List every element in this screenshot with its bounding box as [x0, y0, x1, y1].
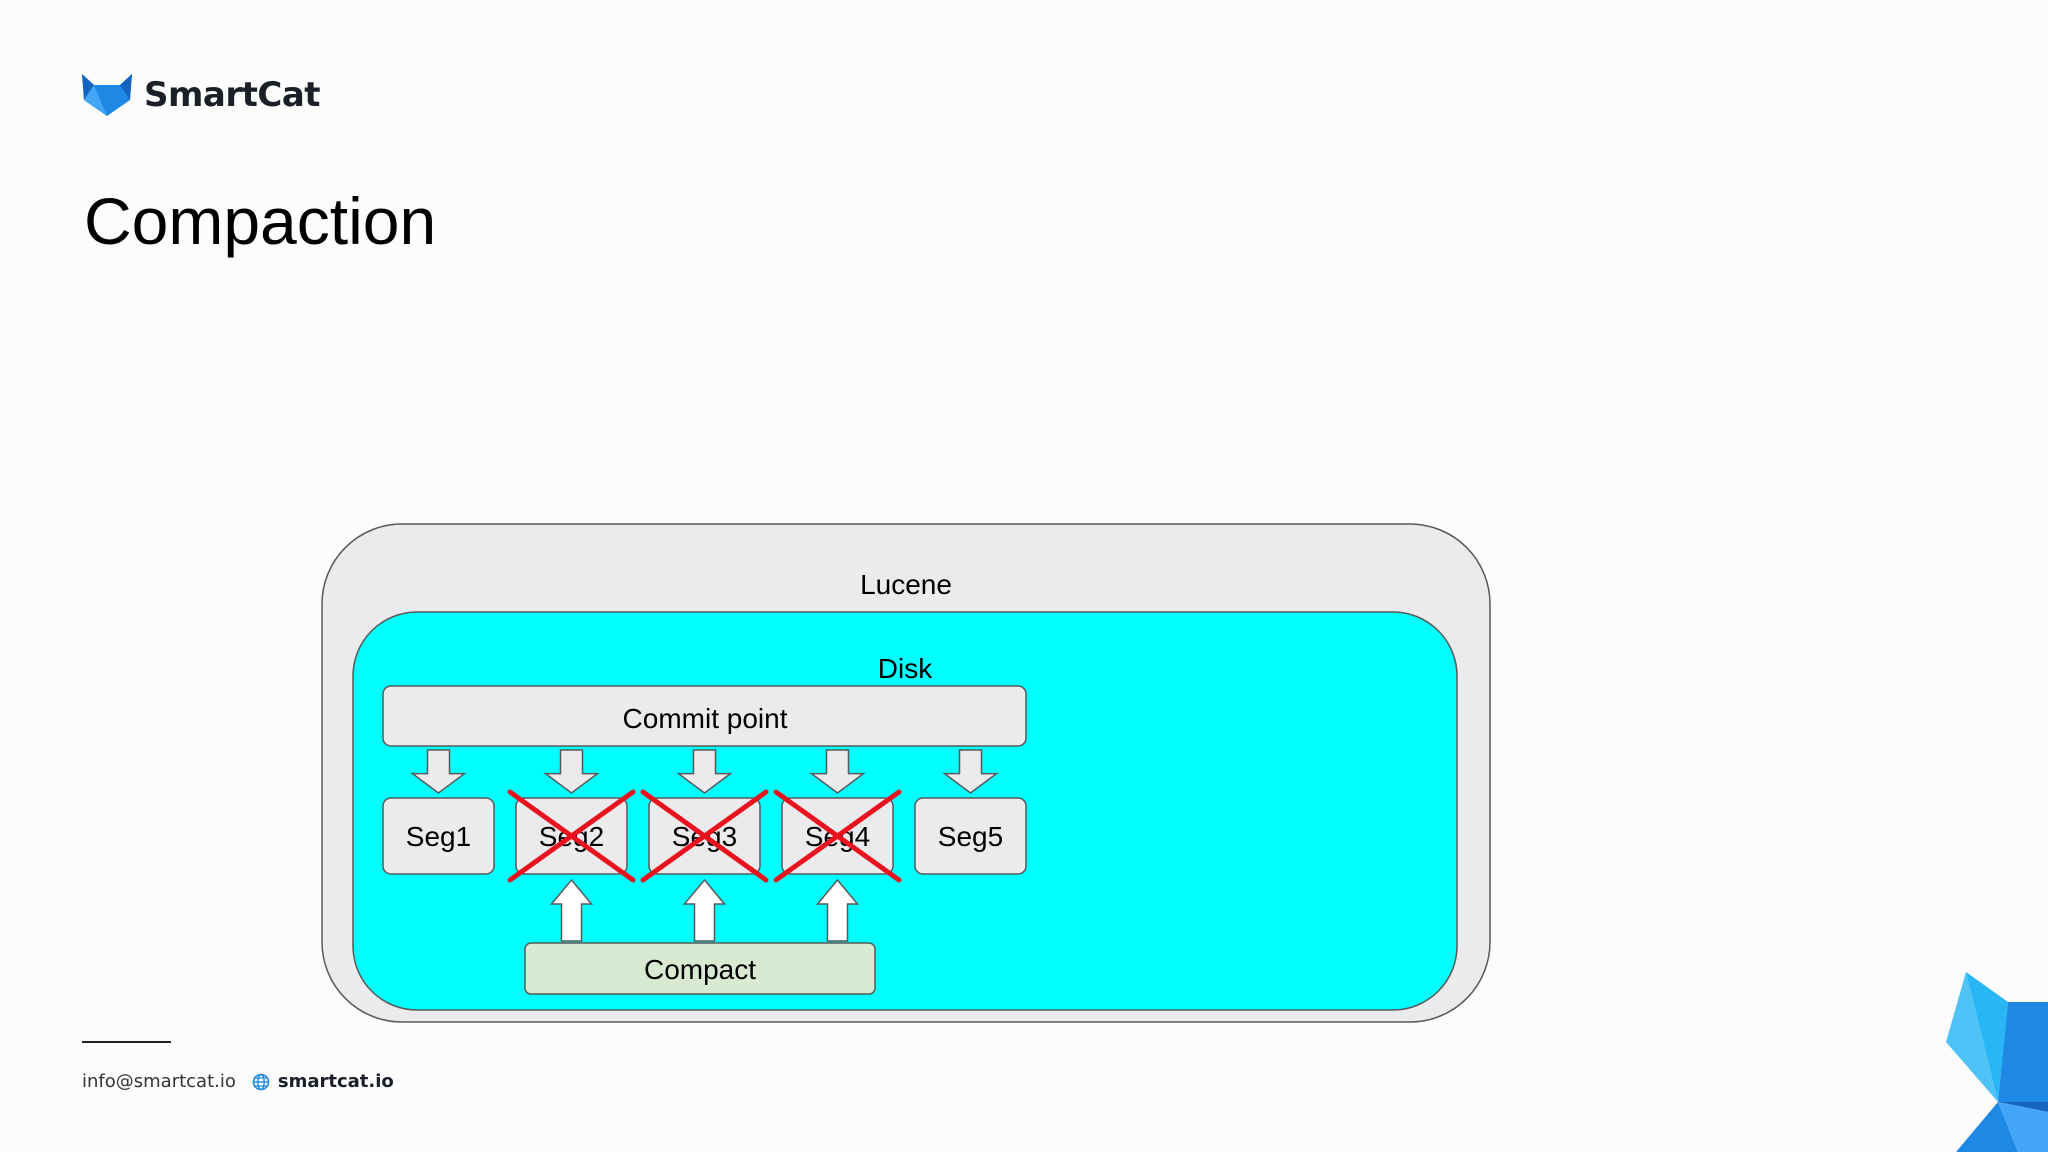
commit-arrow [676, 749, 733, 794]
commit-arrow [543, 749, 600, 794]
corner-decoration [1946, 972, 2048, 1152]
commit-arrow [809, 749, 866, 794]
commit-arrow [410, 749, 467, 794]
cat-logo-icon [82, 74, 132, 116]
segment-label: Seg1 [406, 821, 471, 852]
slide-title: Compaction [84, 184, 437, 258]
compact-label: Compact [644, 954, 756, 985]
globe-icon [252, 1073, 270, 1090]
footer: info@smartcat.io smartcat.io [82, 1071, 394, 1092]
footer-website[interactable]: smartcat.io [277, 1071, 394, 1092]
segment-box [914, 797, 1027, 875]
lucene-label: Lucene [860, 569, 952, 600]
commit-arrow [942, 749, 999, 794]
brand-logo: SmartCat [80, 72, 321, 118]
compact-arrow [549, 878, 594, 942]
cross-mark [640, 789, 769, 883]
arrows-group [410, 749, 999, 942]
commit-point-box [382, 685, 1027, 747]
footer-divider [82, 1041, 171, 1043]
segments-group: Seg1Seg2Seg3Seg4Seg5 [382, 789, 1027, 883]
compact-arrow [682, 878, 727, 942]
cross-mark [773, 789, 902, 883]
segment-box [382, 797, 495, 875]
compact-arrow [815, 878, 860, 942]
footer-email[interactable]: info@smartcat.io [82, 1071, 236, 1092]
disk-label: Disk [878, 653, 933, 684]
compact-box [524, 942, 876, 995]
brand-name: SmartCat [144, 75, 321, 115]
commit-point-label: Commit point [623, 703, 788, 734]
cross-mark [507, 789, 636, 883]
segment-label: Seg5 [938, 821, 1003, 852]
